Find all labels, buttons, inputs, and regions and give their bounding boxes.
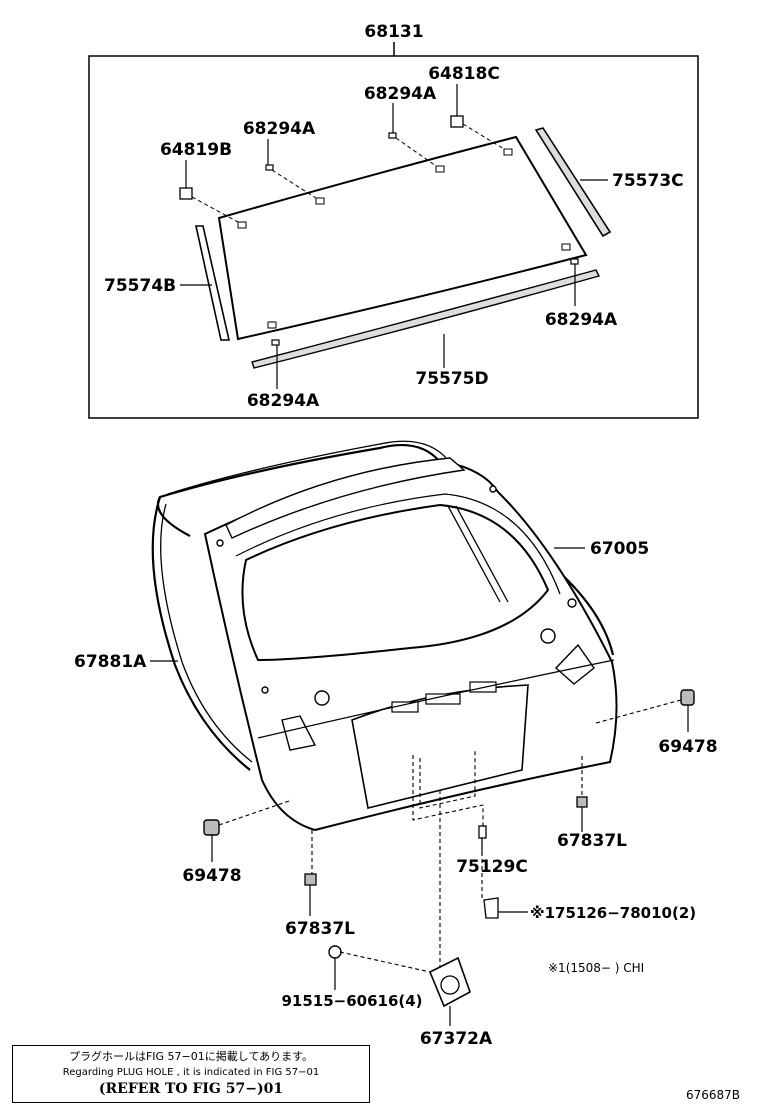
footnote-1: ※1(1508− ) CHI xyxy=(548,961,644,975)
label-75573C: 75573C xyxy=(612,171,684,191)
label-75126: ※175126−78010(2) xyxy=(530,904,696,922)
stopper-67837L-left xyxy=(304,873,317,886)
label-69478-right: 69478 xyxy=(658,737,717,757)
label-68294A-4: 68294A xyxy=(247,391,320,411)
cushion-69478-right xyxy=(680,689,695,706)
screw-91515 xyxy=(328,945,342,959)
molding-75573C xyxy=(534,127,612,238)
label-64818C: 64818C xyxy=(428,64,500,84)
spacer-68294A-3 xyxy=(570,258,579,265)
label-68131: 68131 xyxy=(364,22,423,42)
note-japanese: プラグホールはFIG 57−01に掲載してあります。 xyxy=(68,1050,314,1063)
label-68294A-1: 68294A xyxy=(364,84,437,104)
plug-hole-note: プラグホールはFIG 57−01に掲載してあります。 Regarding PLU… xyxy=(12,1045,370,1103)
stopper-64818C xyxy=(450,115,464,128)
door-window-opening xyxy=(241,503,550,662)
note-english: Regarding PLUG HOLE , it is indicated in… xyxy=(62,1067,320,1078)
label-68294A-3: 68294A xyxy=(545,310,618,330)
back-glass xyxy=(217,135,588,341)
label-67881A: 67881A xyxy=(74,652,147,672)
label-64819B: 64819B xyxy=(160,140,232,160)
label-67837L-left: 67837L xyxy=(285,919,355,939)
label-91515: 91515−60616(4) xyxy=(281,992,422,1010)
label-67372A: 67372A xyxy=(420,1029,493,1049)
cushion-69478-left xyxy=(203,819,220,836)
stopper-64819B xyxy=(179,187,193,200)
molding-75575D xyxy=(251,269,601,369)
spacer-68294A-2 xyxy=(388,132,397,139)
part-75129C xyxy=(478,825,487,839)
label-75574B: 75574B xyxy=(104,276,176,296)
label-69478-left: 69478 xyxy=(182,866,241,886)
label-68294A-2: 68294A xyxy=(243,119,316,139)
label-75129C: 75129C xyxy=(456,857,528,877)
label-67837L-right: 67837L xyxy=(557,831,627,851)
molding-75574B xyxy=(195,225,231,341)
diagram-id: 676687B xyxy=(686,1088,741,1102)
label-67005: 67005 xyxy=(590,539,649,559)
stopper-67837L-right xyxy=(576,796,588,808)
clip-75126 xyxy=(483,897,499,919)
spacer-68294A-1 xyxy=(265,164,274,171)
spacer-68294A-4 xyxy=(271,339,280,346)
note-reference: (REFER TO FIG 57−)01 xyxy=(98,1081,284,1097)
label-75575D: 75575D xyxy=(415,369,488,389)
